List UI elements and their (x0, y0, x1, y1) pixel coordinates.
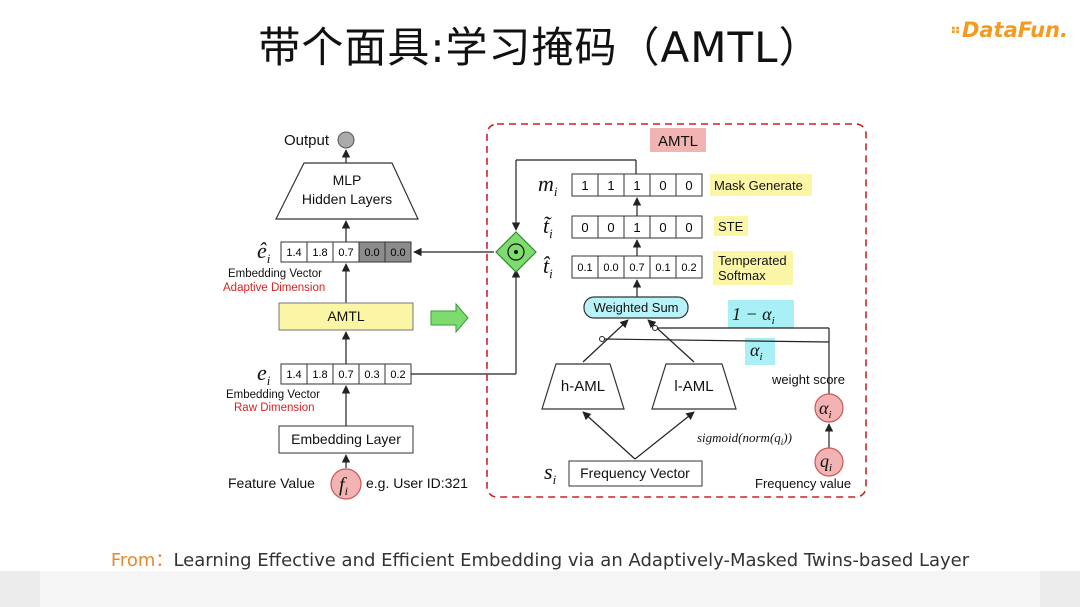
feature-value-label: Feature Value (228, 475, 315, 491)
footer-inner (40, 571, 1040, 607)
one-minus-alpha: 1 − αi (732, 304, 775, 327)
t-tilde-symbol: t̃i (543, 213, 553, 241)
amtl-header-label: AMTL (658, 133, 698, 150)
vector-value: 0.7 (338, 247, 353, 259)
h-aml-trapezoid (541, 363, 625, 410)
e-hat-symbol: êi (257, 238, 271, 266)
e-symbol: ei (257, 360, 271, 388)
output-node (337, 131, 355, 149)
frequency-vector-label: Frequency Vector (580, 465, 690, 481)
vector-value: 1.8 (312, 247, 327, 259)
f-node (330, 468, 362, 500)
page-title: 带个面具:学习掩码（AMTL） (258, 23, 822, 72)
vector-value: 1 (633, 220, 640, 235)
vector-value: 0.0 (364, 247, 379, 259)
mlp-label-1: MLP (333, 172, 362, 188)
t-hat-symbol: t̂i (543, 253, 553, 281)
h-aml-label: h-AML (561, 378, 605, 395)
vector-value: 0 (659, 220, 666, 235)
mlp-trapezoid (275, 162, 419, 220)
mask-generate-badge (710, 174, 812, 196)
vector-value: 0.2 (681, 262, 696, 274)
q-symbol: qi (820, 451, 832, 474)
alpha-badge (745, 338, 775, 365)
embedding-layer-label: Embedding Layer (291, 431, 401, 447)
weight-score-label: weight score (771, 372, 845, 387)
vector-value: 0 (607, 220, 614, 235)
alpha-node (814, 393, 844, 423)
ste-badge (714, 216, 748, 236)
vector-value: 0.7 (629, 262, 644, 274)
amtl-header-badge (650, 128, 706, 152)
vector-value: 0.1 (577, 262, 592, 274)
odot-dot (514, 250, 518, 254)
vector-cell (675, 255, 703, 279)
green-arrow (430, 302, 469, 334)
weighted-sum-pill (583, 296, 689, 319)
source-text: Learning Effective and Efficient Embeddi… (173, 550, 970, 571)
vector-cell (675, 215, 703, 239)
q-node (814, 447, 844, 477)
frequency-value-label: Frequency value (755, 476, 851, 491)
l-aml-label: l-AML (674, 378, 713, 395)
logo-text: DataFun. (961, 18, 1068, 42)
gate-junction (652, 325, 658, 331)
m-vector: 1 1 1 0 0 (571, 173, 703, 197)
weighted-sum-label: Weighted Sum (593, 300, 678, 315)
vector-value: 0.7 (338, 369, 353, 381)
footer-band (0, 571, 1080, 607)
e-caption-1: Embedding Vector (226, 389, 320, 401)
vector-value: 0.0 (390, 247, 405, 259)
e-caption-2: Raw Dimension (234, 402, 315, 414)
softmax-label-2: Softmax (718, 268, 766, 283)
source-prefix: From： (110, 550, 174, 571)
vector-value: 1 (581, 178, 588, 193)
vector-value: 1 (633, 178, 640, 193)
vector-cell (675, 173, 703, 197)
vector-cell (384, 241, 412, 263)
vector-value: 0 (685, 178, 692, 193)
vector-value: 1.4 (286, 247, 301, 259)
source-citation: From：Learning Effective and Efficient Em… (0, 546, 1080, 572)
amtl-box-label: AMTL (327, 308, 365, 324)
sigmoid-label: sigmoid(norm(qi)) (697, 430, 792, 447)
f-symbol: fi (339, 474, 348, 498)
e-vector: 1.4 1.8 0.7 0.3 0.2 (280, 363, 412, 385)
output-label: Output (284, 132, 330, 149)
alpha-node-symbol: αi (819, 398, 832, 421)
amtl-box-left (278, 302, 414, 331)
one-minus-alpha-badge (728, 300, 794, 328)
vector-value: 1.4 (286, 369, 301, 381)
mlp-label-2: Hidden Layers (302, 191, 392, 207)
s-symbol: si (544, 459, 557, 487)
vector-value: 0.3 (364, 369, 379, 381)
alpha-label: αi (750, 340, 763, 363)
embedding-layer-box (278, 425, 414, 454)
vector-value: 1 (607, 178, 614, 193)
vector-value: 0.2 (390, 369, 405, 381)
frequency-vector-box (568, 460, 703, 487)
e-hat-caption-1: Embedding Vector (228, 268, 322, 280)
e-hat-vector: 1.4 1.8 0.7 0.0 0.0 (280, 241, 412, 263)
ste-label: STE (718, 219, 744, 234)
datafun-logo: ⠶DataFun. (950, 18, 1068, 42)
m-symbol: mi (538, 171, 558, 199)
l-aml-trapezoid (651, 363, 737, 410)
vector-value: 0 (659, 178, 666, 193)
softmax-badge (713, 251, 793, 285)
gate-junction (599, 336, 605, 342)
t-hat-vector: 0.1 0.0 0.7 0.1 0.2 (571, 255, 703, 279)
vector-value: 1.8 (312, 369, 327, 381)
dots-icon: ⠶ (950, 22, 961, 38)
e-hat-caption-2: Adaptive Dimension (223, 282, 325, 294)
mask-generate-label: Mask Generate (714, 178, 803, 193)
vector-value: 0.0 (603, 262, 618, 274)
vector-value: 0 (581, 220, 588, 235)
t-tilde-vector: 0 0 1 0 0 (571, 215, 703, 239)
vector-value: 0.1 (655, 262, 670, 274)
example-label: e.g. User ID:321 (366, 475, 468, 491)
softmax-label-1: Temperated (718, 253, 787, 268)
vector-value: 0 (685, 220, 692, 235)
amtl-diagram: Output MLP Hidden Layers êi 1.4 1.8 0.7 … (223, 123, 867, 500)
